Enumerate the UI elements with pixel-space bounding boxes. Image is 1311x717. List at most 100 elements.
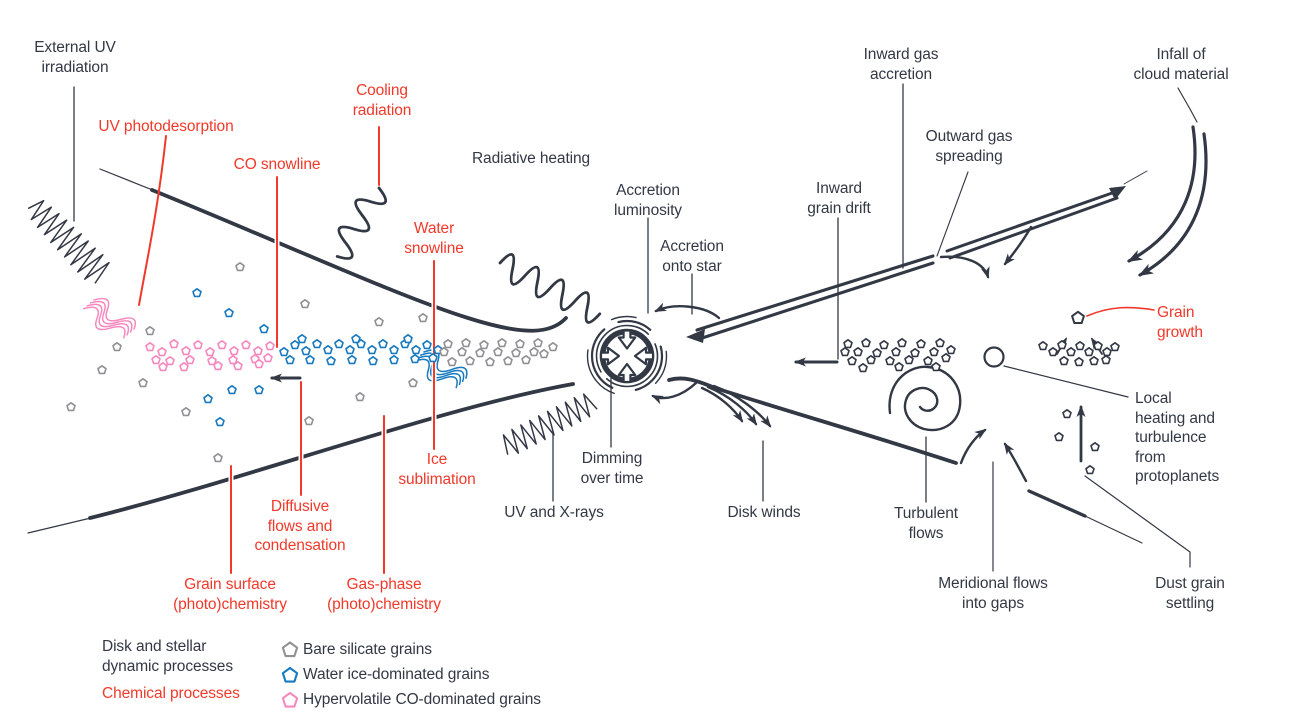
grain-icon [1057,340,1067,349]
flow-arrows [270,337,1103,483]
label-grain-growth: Grain growth [1157,304,1203,341]
grain-icon [1102,347,1112,356]
co-desorption-wave-icon [82,297,137,339]
legend-bare-silicate-label: Bare silicate grains [303,641,432,658]
grain-icon [229,346,239,355]
grain-icon [1101,355,1111,364]
grain-icon [345,345,355,354]
label-ice-sublimation: Ice sublimation [398,451,476,488]
meridional-arrow-1 [959,428,987,465]
grain-icon [1089,356,1099,365]
grain-icon [290,340,300,349]
grain-icon [145,342,155,351]
grain-icon [254,359,264,368]
disk-wind-arrow-2 [706,385,758,426]
grain-icon [193,340,203,349]
grain-icon [447,357,457,366]
grain-icon [279,347,289,356]
label-meridional-flows: Meridional flows into gaps [938,575,1048,612]
grain-icon [205,347,215,356]
label-grain-surface-chem: Grain surface (photo)chemistry [173,576,287,613]
grain-icon [897,338,907,347]
grain-icon [253,346,263,355]
grain-icon [408,378,418,387]
grain-icon [138,378,148,387]
label-gas-phase-chem: Gas-phase (photo)chemistry [327,576,441,613]
accretion-onto-star-arrow-bottom [651,381,698,405]
gas-accretion-streamlines [686,170,1148,343]
grain-icon [112,342,122,351]
grain-growth-leader [1086,306,1155,317]
grain-icon [312,339,322,348]
dust-settling-leader [1084,475,1191,568]
grain-icon [323,345,333,354]
grain-icon [946,345,956,354]
grain-icon [297,334,307,343]
grain-icon [503,356,513,365]
grain-icon [1048,347,1058,356]
grain-icon [904,355,914,364]
grain-icon [367,345,377,354]
lower-left-surface-taper [27,516,96,534]
legend-hypervolatile-grain-icon [282,692,298,707]
legend-water-ice-grain-icon [282,667,298,682]
grain-icon [378,339,388,348]
grain-icon [931,362,941,371]
grain-icon [224,308,234,317]
star-outer-arc [586,315,668,397]
grain-icon [891,347,901,356]
grain-icon [935,338,945,347]
grain-icon [1093,341,1103,350]
grain-icon [254,385,264,394]
grain-icon [192,288,202,297]
grain-icon [145,326,155,335]
grain-icon [389,355,399,364]
grain-icon [179,362,189,371]
label-dust-settling: Dust grain settling [1155,575,1225,612]
grain-icon [923,356,933,365]
grain-icon [165,356,175,365]
grain-icon [305,355,315,364]
grain-icon [235,262,245,271]
grain-icon [1066,347,1076,356]
grain-icon [548,342,558,351]
grain-icon [185,355,195,364]
grown-grain-icon [1071,311,1085,324]
grain-icon [1062,409,1072,418]
grain-icon [213,361,223,370]
infall-arrow-2 [1138,132,1208,277]
grain-icon [374,317,384,326]
grain-icon [158,362,168,371]
outward-gas-arrowhead [1109,186,1126,200]
upper-left-surface-taper [99,168,161,194]
grain-icon [866,355,876,364]
legend-hypervolatile-label: Hypervolatile CO-dominated grains [303,691,541,708]
grain-icon [418,313,428,322]
grain-icon [213,453,223,462]
lower-left-surface [88,382,575,520]
gas-landing-arrow-1 [939,255,990,279]
label-infall-cloud: Infall of cloud material [1133,46,1229,83]
accretion-onto-star-arrow-top [654,302,721,320]
grain-icon [151,355,161,364]
grain-icon [1075,341,1085,350]
gas-landing-arrow-2 [1003,225,1033,266]
grain-icon [493,347,503,356]
radiative-heating-wave-icon [498,253,602,324]
grain-icon [941,353,951,362]
grain-icon [265,341,275,350]
grain-icon [217,340,227,349]
grain-icon [233,361,243,370]
label-cooling-radiation: Cooling radiation [352,82,412,119]
grain-icon [539,349,549,358]
grain-icon [368,356,378,365]
grain-icon [843,339,853,348]
lower-right-surface-outer-taper [1082,514,1143,544]
grain-icon [263,353,273,362]
cooling-radiation-wave-icon [335,186,388,260]
legend-dynamic-processes: Disk and stellar dynamic processes [102,638,233,675]
disk-wind-arrow-3 [712,384,772,428]
grain-icon [181,407,191,416]
grain-icon [858,363,868,372]
grain-icon [910,348,920,357]
